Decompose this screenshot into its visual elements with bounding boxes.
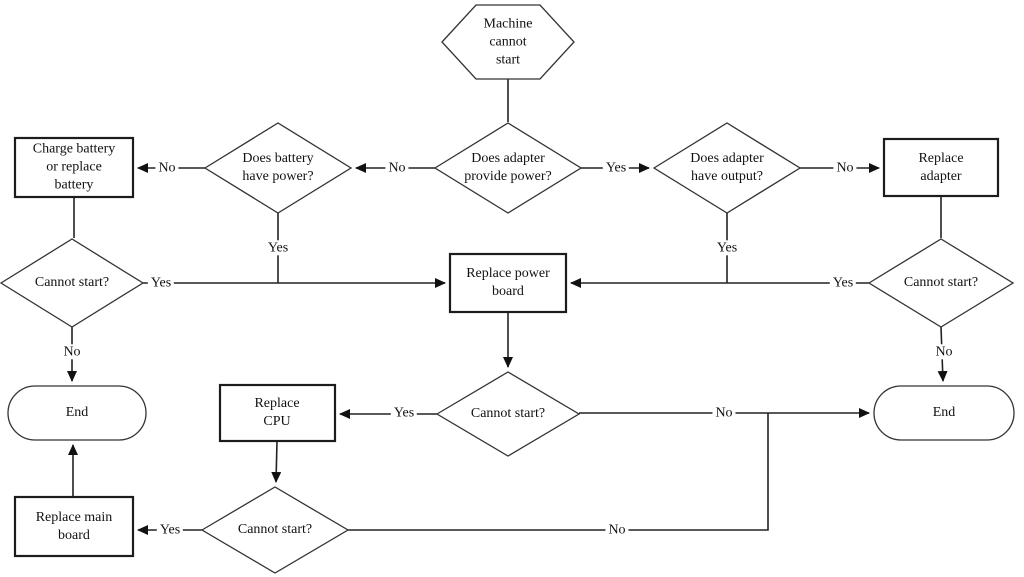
edge-right-cannot-start-no [937,326,948,382]
bottom-cannot-start-diamond-shape [200,486,350,574]
end-right-terminator-shape [873,385,1015,441]
replace-main-board-box-shape [13,495,135,558]
edge-replace-cpu-down [271,440,282,483]
battery-power-diamond-shape [203,122,353,214]
start-hexagon-shape [441,4,575,80]
adapter-power-diamond-shape [433,122,583,214]
replace-cpu-box-shape [218,383,337,443]
replace-adapter-box-shape [882,137,1000,198]
middle-cannot-start-diamond-shape [435,371,581,457]
right-cannot-start-diamond-shape [867,238,1015,328]
end-left-terminator-shape [7,385,147,441]
adapter-output-diamond-shape [652,122,802,214]
left-cannot-start-diamond-shape [0,238,145,328]
charge-battery-box-shape [13,136,135,199]
replace-power-board-box-shape [448,252,568,314]
edge-bottom-cannot-start-no [348,413,769,531]
